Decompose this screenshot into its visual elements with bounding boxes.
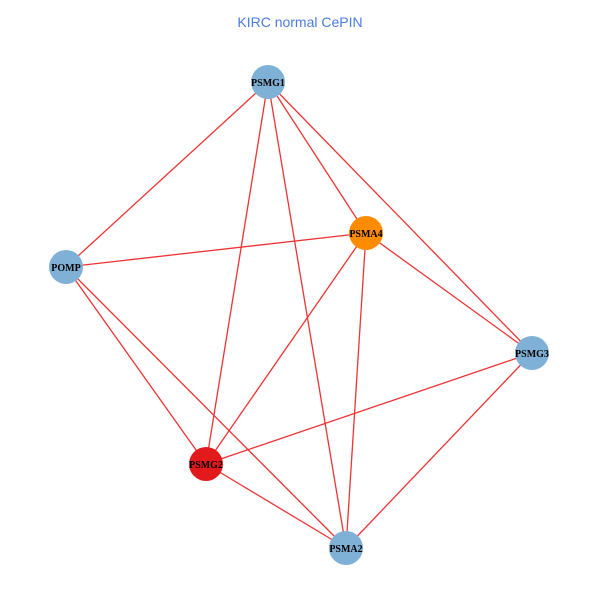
edge-psmg1-psmg2	[205, 81, 269, 465]
node-circle[interactable]	[49, 250, 83, 284]
edge-psmg1-psma4	[267, 81, 367, 234]
node-label: PSMA2	[329, 544, 362, 555]
edges-layer	[65, 81, 533, 549]
node-circle[interactable]	[329, 531, 363, 565]
node-circle[interactable]	[349, 216, 383, 250]
node-label: PSMA4	[349, 229, 382, 240]
edge-pomp-psma2	[65, 266, 347, 549]
node-label: POMP	[51, 263, 80, 274]
node-circle[interactable]	[189, 447, 223, 481]
node-psmg1[interactable]: PSMG1	[251, 65, 285, 99]
node-pomp[interactable]: POMP	[49, 250, 83, 284]
node-circle[interactable]	[515, 336, 549, 370]
node-psma2[interactable]: PSMA2	[329, 531, 363, 565]
edge-psma4-pomp	[65, 232, 367, 268]
diagram-title: KIRC normal CePIN	[237, 14, 363, 30]
node-label: PSMG3	[515, 349, 549, 360]
edge-psma4-psmg2	[205, 232, 367, 465]
node-label: PSMG1	[251, 78, 285, 89]
edge-psmg1-psmg3	[267, 81, 533, 354]
node-label: PSMG2	[189, 460, 223, 471]
edge-psmg3-psmg2	[205, 352, 533, 465]
edge-psmg1-pomp	[65, 81, 269, 268]
edge-psmg1-psma2	[267, 81, 347, 549]
node-psma4[interactable]: PSMA4	[349, 216, 383, 250]
edge-pomp-psmg2	[65, 266, 207, 465]
edge-psma4-psmg3	[365, 232, 533, 354]
node-psmg3[interactable]: PSMG3	[515, 336, 549, 370]
node-circle[interactable]	[251, 65, 285, 99]
edge-psmg3-psma2	[345, 352, 533, 549]
edge-psma4-psma2	[345, 232, 367, 549]
edge-psmg2-psma2	[205, 463, 347, 549]
node-psmg2[interactable]: PSMG2	[189, 447, 223, 481]
